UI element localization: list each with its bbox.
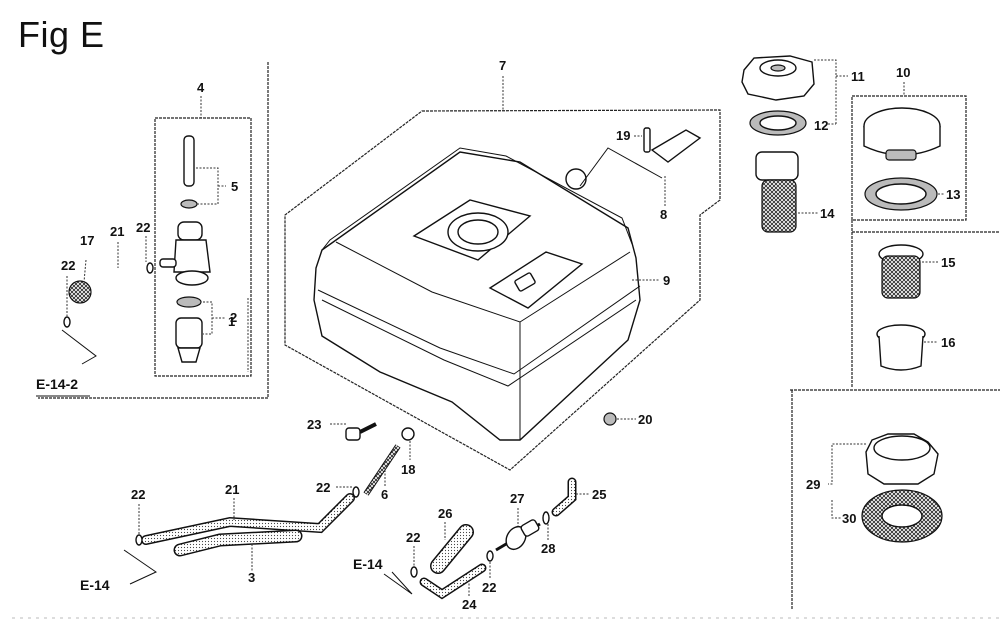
callout-7: 7	[499, 58, 506, 73]
callout-1: 1	[228, 314, 235, 329]
callout-21-lower: 21	[225, 482, 239, 497]
part-10-cap[interactable]	[863, 107, 941, 161]
fuel-tank-group	[284, 76, 721, 498]
part-22-clip[interactable]	[146, 262, 154, 274]
callout-11: 11	[851, 69, 865, 84]
part-9-fuel-tank[interactable]	[313, 147, 641, 441]
callout-23: 23	[307, 417, 321, 432]
part-29-oil-cap[interactable]	[865, 433, 939, 485]
callout-18: 18	[401, 462, 415, 477]
strainer-frame	[790, 220, 1000, 391]
fuel-valve-body[interactable]	[159, 221, 211, 286]
callout-8: 8	[660, 207, 667, 222]
fuel-valve-frame	[154, 117, 252, 377]
callout-30: 30	[842, 511, 856, 526]
callout-22-a: 22	[61, 258, 75, 273]
callout-22-d: 22	[316, 480, 330, 495]
fuel-cap-group	[741, 55, 1000, 610]
callout-17: 17	[80, 233, 94, 248]
callout-22-c: 22	[131, 487, 145, 502]
callout-22-e: 22	[406, 530, 420, 545]
part-5-o-ring[interactable]	[180, 199, 198, 209]
part-22-clip[interactable]	[410, 566, 418, 578]
part-18-washer[interactable]	[401, 427, 415, 441]
callout-3: 3	[248, 570, 255, 585]
callout-22-b: 22	[136, 220, 150, 235]
callout-16: 16	[941, 335, 955, 350]
callout-12: 12	[814, 118, 828, 133]
reference-e14-left[interactable]: E-14	[80, 577, 110, 593]
callout-19: 19	[616, 128, 630, 143]
part-22-clip[interactable]	[486, 550, 494, 562]
callout-26: 26	[438, 506, 452, 521]
callout-22-f: 22	[482, 580, 496, 595]
lower-hose-group	[123, 477, 590, 600]
part-16-strainer-holder[interactable]	[876, 324, 926, 371]
part-11-fuel-cap[interactable]	[741, 55, 815, 101]
part-27-fuel-filter[interactable]	[495, 519, 541, 553]
reference-e14-mid[interactable]: E-14	[353, 556, 383, 572]
part-22-clip[interactable]	[135, 534, 143, 546]
part-19-screw[interactable]	[643, 127, 651, 153]
callout-28: 28	[541, 541, 555, 556]
callout-20: 20	[638, 412, 652, 427]
reference-e14-2[interactable]: E-14-2	[36, 376, 78, 392]
part-26-sleeve[interactable]	[430, 524, 474, 574]
part-10-frame	[851, 95, 967, 221]
part-22-clip[interactable]	[63, 316, 71, 328]
part-23-bolt[interactable]	[345, 422, 377, 441]
callout-21-upper: 21	[110, 224, 124, 239]
part-28-clip[interactable]	[542, 511, 550, 525]
group-frame-outer	[38, 62, 269, 399]
callout-13: 13	[946, 187, 960, 202]
part-20-nut[interactable]	[603, 412, 617, 426]
callout-14: 14	[820, 206, 835, 221]
part-30-gasket[interactable]	[861, 489, 943, 543]
tank-frame	[284, 109, 721, 471]
callout-10: 10	[896, 65, 910, 80]
part-2-fuel-cup[interactable]	[175, 317, 203, 363]
part-1-o-ring[interactable]	[176, 296, 202, 308]
fuel-valve-group	[36, 62, 269, 399]
part-8-fuel-gauge[interactable]	[565, 129, 702, 190]
callout-15: 15	[941, 255, 955, 270]
callout-29: 29	[806, 477, 820, 492]
callout-5: 5	[231, 179, 238, 194]
callout-27: 27	[510, 491, 524, 506]
callout-9: 9	[663, 273, 670, 288]
part-22-clip[interactable]	[352, 486, 360, 498]
part-14-strainer[interactable]	[755, 151, 799, 233]
part-17-filter[interactable]	[68, 280, 92, 304]
callout-6: 6	[381, 487, 388, 502]
figure-title: Fig E	[18, 14, 105, 55]
callout-2: 2	[230, 310, 237, 325]
callout-24: 24	[462, 597, 477, 612]
callout-25: 25	[592, 487, 606, 502]
part-6-fuel-joint[interactable]	[363, 444, 401, 496]
part-15-strainer[interactable]	[878, 244, 924, 299]
callout-4: 4	[197, 80, 205, 95]
part-5-strainer[interactable]	[183, 135, 195, 187]
